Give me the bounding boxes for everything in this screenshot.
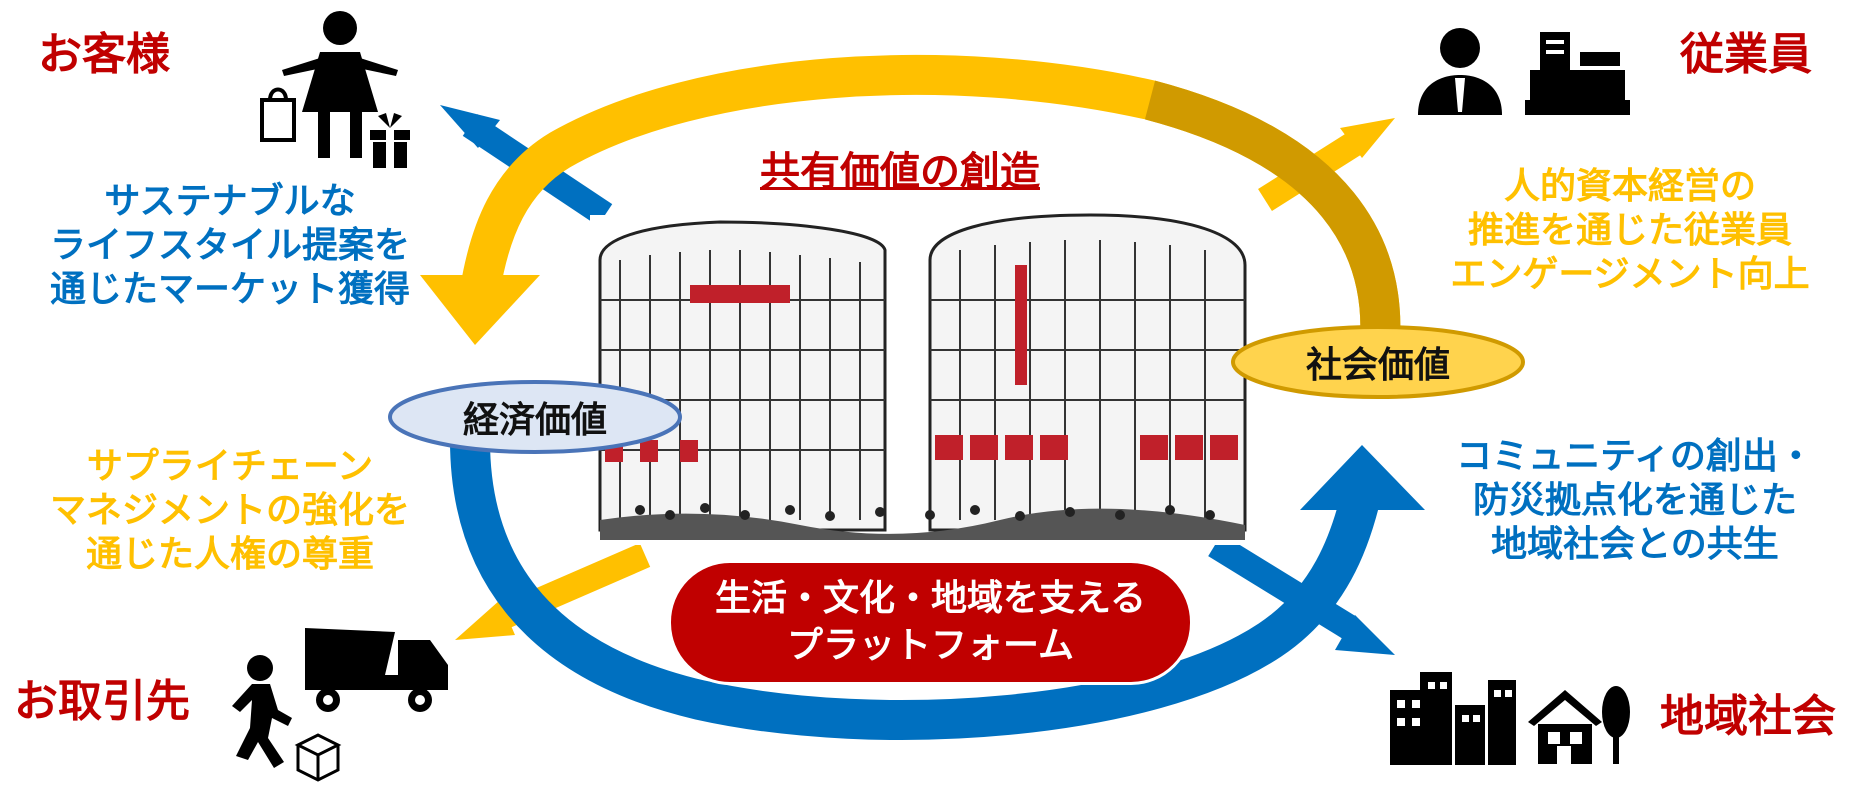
caption-customers-line-3: 通じたマーケット獲得 (49, 268, 410, 310)
walking-person-icon (232, 655, 292, 768)
stakeholder-employees: 従業員 (1680, 29, 1812, 80)
gold-cycle-arrowhead (420, 275, 540, 345)
caption-employees-line-3: エンゲージメント向上 (1450, 253, 1810, 295)
economic-value-pill-shape (388, 380, 682, 454)
caption-community-line-3: 地域社会との共生 (1491, 523, 1779, 565)
caption-community: コミュニティの創出・ 防災拠点化を通じた 地域社会との共生 (1430, 435, 1840, 567)
gift-icon (370, 113, 410, 168)
caption-employees-line-1: 人的資本経営の (1503, 166, 1756, 207)
platform-line-2: プラットフォーム (787, 624, 1074, 666)
caption-customers-line-1: サステナブルな (104, 181, 356, 222)
economic-value-label: 経済価値 (462, 400, 607, 441)
buildings-icon (1390, 672, 1516, 765)
shopping-bag-icon (260, 87, 296, 142)
blue-cycle-arrowhead (1300, 445, 1425, 510)
caption-employees-line-2: 推進を通じた従業員 (1467, 209, 1792, 251)
caption-customers: サステナブルな ライフスタイル提案を 通じたマーケット獲得 (30, 180, 430, 312)
arrow-to-customers-head (440, 105, 500, 148)
caption-partners: サプライチェーン マネジメントの強化を 通じた人権の尊重 (30, 445, 430, 577)
caption-employees: 人的資本経営の 推進を通じた従業員 エンゲージメント向上 (1420, 165, 1840, 297)
social-value-label: 社会価値 (1305, 345, 1450, 386)
stakeholder-customers: お客様 (38, 29, 170, 80)
caption-community-line-1: コミュニティの創出・ (1456, 436, 1814, 477)
tree-icon (1602, 686, 1630, 764)
diagram-title: 共有価値の創造 (760, 149, 1040, 195)
blue-cycle-arc (450, 439, 1380, 740)
caption-customers-line-2: ライフスタイル提案を (49, 224, 410, 266)
arrow-to-employees-head (1340, 118, 1395, 158)
arrow-to-community-head (1335, 615, 1395, 655)
platform-line-1: 生活・文化・地域を支える (715, 577, 1146, 619)
caption-partners-line-2: マネジメントの強化を (49, 489, 410, 531)
cash-register-icon (1525, 32, 1630, 115)
woman-icon (282, 11, 398, 158)
social-value-pill-shape (1231, 325, 1525, 399)
businessman-icon (1418, 28, 1502, 115)
caption-community-line-2: 防災拠点化を通じた (1472, 479, 1797, 521)
stakeholder-community: 地域社会 (1660, 691, 1836, 742)
platform-banner: 生活・文化・地域を支える プラットフォーム (668, 560, 1193, 685)
gold-cycle-arc-shade (1144, 80, 1401, 342)
caption-partners-line-1: サプライチェーン (86, 446, 374, 487)
caption-partners-line-3: 通じた人権の尊重 (85, 533, 374, 575)
box-icon (294, 733, 342, 782)
arrow-to-partners-head (455, 600, 515, 640)
store-illustration (590, 213, 1250, 545)
stakeholder-partners: お取引先 (14, 676, 190, 727)
dump-truck-icon (305, 628, 448, 712)
house-icon (1528, 690, 1602, 764)
